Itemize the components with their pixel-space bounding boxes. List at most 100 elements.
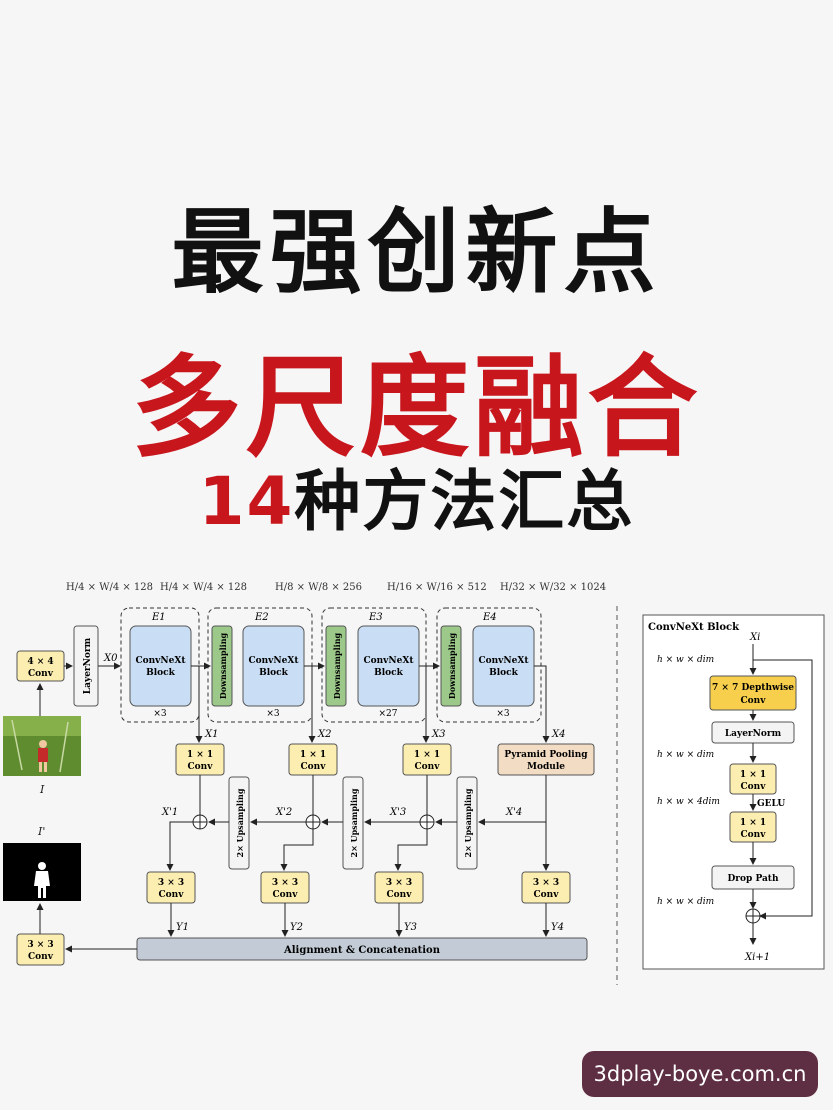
lateral-conv-2-label-2: Conv [301, 762, 327, 772]
detail-dim-4: h × w × dim [657, 897, 714, 907]
lateral-conv-1-label-2: Conv [188, 762, 214, 772]
repeat-e2: ×3 [266, 709, 280, 719]
detail-layernorm-label: LayerNorm [725, 729, 782, 739]
x2-label: X2 [317, 729, 331, 740]
convnext-block-4 [472, 625, 535, 707]
final-conv-label: 3 × 3 [27, 940, 53, 950]
fpn-conv-2-label-2: Conv [273, 890, 299, 900]
dim-label: H/8 × W/8 × 256 [275, 582, 362, 593]
fpn-conv-4-label-2: Conv [534, 890, 560, 900]
convnext-block-2-label: ConvNeXt [248, 656, 299, 666]
output-label: I' [37, 825, 45, 838]
detail-title: ConvNeXt Block [648, 622, 740, 633]
stage-e1 [120, 607, 200, 723]
y2-label: Y2 [290, 922, 303, 933]
dim-label: H/4 × W/4 × 128 [66, 582, 153, 593]
title-line-1: 最强创新点 [171, 199, 662, 306]
convnext-block-3-label: ConvNeXt [363, 656, 414, 666]
detail-conv-2-label: 1 × 1 [740, 818, 766, 828]
conv-4x4-label: 4 × 4 [27, 657, 53, 667]
upsampling-1 [228, 776, 250, 870]
input-label: I [39, 783, 45, 796]
convnext-block-2-label-2: Block [259, 668, 289, 678]
lateral-conv-1-label: 1 × 1 [187, 750, 213, 760]
downsampling-2-label: Downsampling [332, 632, 342, 699]
detail-dim-3: h × w × 4dim [657, 797, 720, 807]
method-count: 14 [198, 463, 295, 540]
depthwise-label: 7 × 7 Depthwise [712, 683, 794, 693]
convnext-block-3-label-2: Block [374, 668, 404, 678]
dim-label: H/32 × W/32 × 1024 [500, 582, 606, 593]
y1-label: Y1 [176, 922, 189, 933]
fpn-conv-4-label: 3 × 3 [533, 878, 559, 888]
convnext-block-1 [129, 625, 192, 707]
downsampling-1 [211, 625, 233, 707]
downsampling-3 [440, 625, 462, 707]
layernorm-label: LayerNorm [83, 637, 93, 694]
xp2-label: X'2 [275, 807, 292, 818]
title-line-3: 14种方法汇总 [0, 448, 833, 544]
final-conv-label-2: Conv [28, 952, 54, 962]
xp4-label: X'4 [505, 807, 522, 818]
detail-conv-2-label-2: Conv [741, 830, 767, 840]
lateral-conv-3-label-2: Conv [415, 762, 441, 772]
convnext-block-1-label: ConvNeXt [135, 656, 186, 666]
y3-label: Y3 [404, 922, 417, 933]
watermark: 3dplay-boye.com.cn [582, 1051, 818, 1097]
input-image [3, 716, 81, 776]
detail-dim-2: h × w × dim [657, 750, 714, 760]
x1-label: X1 [204, 729, 218, 740]
upsampling-2 [342, 776, 364, 870]
convnext-block-1-label-2: Block [146, 668, 176, 678]
detail-conv-1-label-2: Conv [741, 782, 767, 792]
fpn-conv-1-label-2: Conv [159, 890, 185, 900]
downsampling-1-label: Downsampling [218, 632, 228, 699]
fpn-conv-1-label: 3 × 3 [158, 878, 184, 888]
convnext-block-3 [357, 625, 420, 707]
xp1-label: X'1 [161, 807, 178, 818]
x0-label: X0 [103, 653, 118, 664]
gelu-label: GELU [757, 799, 785, 809]
x3-label: X3 [431, 729, 445, 740]
stage-e2-label: E2 [254, 612, 269, 623]
detail-output: Xi+1 [744, 952, 770, 963]
upsampling-3 [456, 776, 478, 870]
convnext-block-2 [242, 625, 305, 707]
lateral-conv-2-label: 1 × 1 [300, 750, 326, 760]
repeat-e3: ×27 [379, 709, 398, 719]
fpn-conv-2-label: 3 × 3 [272, 878, 298, 888]
dim-label: H/16 × W/16 × 512 [387, 582, 487, 593]
stage-e3-label: E3 [368, 612, 383, 623]
title-line-2: 多尺度融合 [131, 344, 702, 472]
ppm-label: Pyramid Pooling [504, 750, 588, 760]
title-line-3-text: 种方法汇总 [294, 463, 635, 540]
upsampling-2-label: 2× Upsampling [349, 788, 359, 857]
repeat-e1: ×3 [153, 709, 167, 719]
repeat-e4: ×3 [496, 709, 510, 719]
convnext-block-4-label: ConvNeXt [478, 656, 529, 666]
fpn-conv-3-label-2: Conv [387, 890, 413, 900]
alignment-label: Alignment & Concatenation [283, 945, 441, 956]
upsampling-3-label: 2× Upsampling [463, 788, 473, 857]
detail-conv-1-label: 1 × 1 [740, 770, 766, 780]
stage-e4-label: E4 [482, 612, 497, 623]
detail-dim-1: h × w × dim [657, 655, 714, 665]
output-mask-image [3, 843, 81, 901]
x4-label: X4 [551, 729, 565, 740]
downsampling-3-label: Downsampling [447, 632, 457, 699]
drop-path-label: Drop Path [727, 874, 778, 884]
xp3-label: X'3 [389, 807, 406, 818]
dim-label: H/4 × W/4 × 128 [160, 582, 247, 593]
depthwise-label-2: Conv [741, 696, 767, 706]
convnext-block-4-label-2: Block [489, 668, 519, 678]
downsampling-2 [325, 625, 347, 707]
detail-input: Xi [749, 632, 760, 643]
y4-label: Y4 [551, 922, 564, 933]
upsampling-1-label: 2× Upsampling [235, 788, 245, 857]
stage-e1-label: E1 [151, 612, 166, 623]
ppm-label-2: Module [527, 762, 565, 772]
conv-4x4-label-2: Conv [28, 669, 54, 679]
lateral-conv-3-label: 1 × 1 [414, 750, 440, 760]
fpn-conv-3-label: 3 × 3 [386, 878, 412, 888]
